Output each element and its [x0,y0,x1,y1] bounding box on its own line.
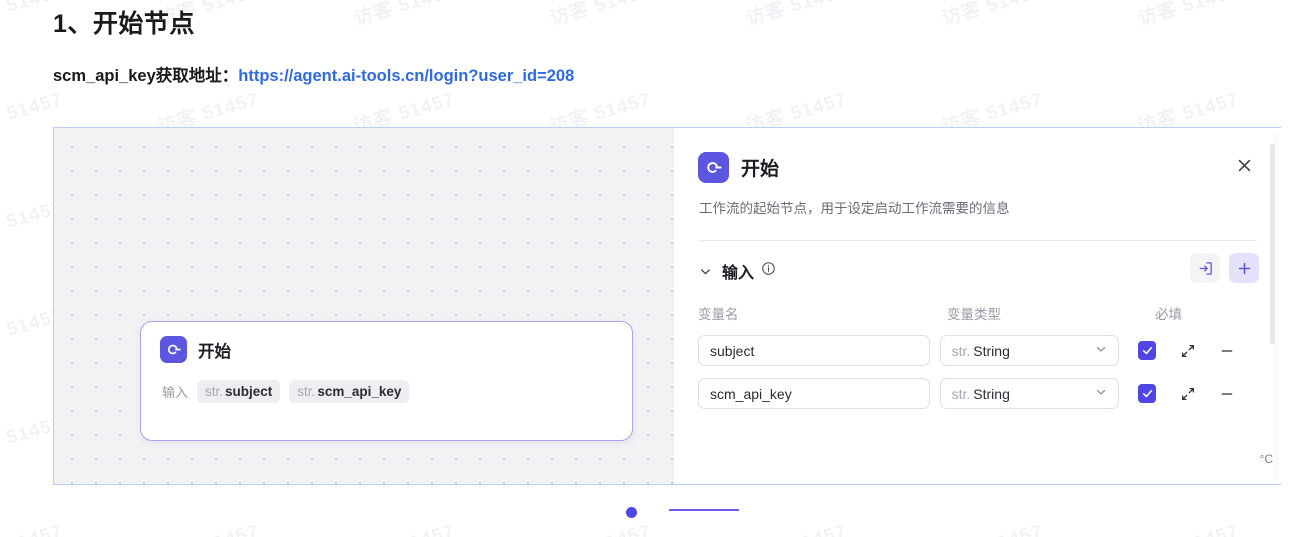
input-section-title: 输入 [722,265,755,282]
panel-scrollbar-track[interactable] [1270,134,1278,480]
start-node-header: 开始 [141,322,632,363]
table-header-row: 变量名 变量类型 必填 [698,283,1257,323]
column-header-name: 变量名 [698,307,739,322]
node-output-edge [669,509,739,511]
node-output-port[interactable] [626,507,637,518]
workflow-canvas[interactable]: 开始 输入 str.subject str.scm_api_key [54,128,739,518]
chevron-down-icon [1094,385,1108,402]
expand-icon[interactable] [1178,341,1197,361]
watermark-text: 访客 51457 [1134,516,1242,537]
api-key-label: scm_api_key获取地址： [53,66,239,85]
api-key-link[interactable]: https://agent.ai-tools.cn/login?user_id=… [238,66,575,85]
column-header-required: 必填 [1155,307,1182,322]
add-variable-button[interactable] [1229,253,1259,283]
page-title: 1、开始节点 [53,10,195,38]
variable-type-prefix: str. [951,385,971,402]
close-icon[interactable] [1229,150,1259,180]
variable-chip: str.subject [197,380,281,403]
watermark-text: 访客 51457 [938,516,1046,537]
panel-title-row: 开始 [698,152,1257,183]
input-section-header: 输入 [674,241,1281,283]
node-detail-panel: 开始 工作流的起始节点，用于设定启动工作流需要的信息 输入 [673,128,1281,484]
panel-description: 工作流的起始节点，用于设定启动工作流需要的信息 [699,201,1010,216]
variable-type-name: String [973,342,1010,359]
watermark-text: 访客 51457 [1135,0,1242,30]
watermark-text: 访客 51457 [350,516,458,537]
panel-scrollbar-thumb[interactable] [1270,144,1275,344]
variable-name-input[interactable]: subject [698,335,930,366]
document-heading-block: 1、开始节点 scm_api_key获取地址：https://agent.ai-… [53,8,574,86]
chevron-down-icon [1094,342,1108,359]
watermark-text: 访客 51457 [743,0,850,30]
variable-chip-type: str. [297,384,316,399]
expand-icon[interactable] [1178,384,1197,404]
workflow-editor-frame: 开始 输入 str.subject str.scm_api_key [53,127,1281,518]
watermark-text: 访客 51457 [154,516,262,537]
variable-chip-name: scm_api_key [317,384,402,399]
variable-type-name: String [973,385,1010,402]
start-node-icon [698,152,729,183]
panel-divider [698,240,1257,241]
table-row: subject str.String [698,323,1257,366]
start-node-title: 开始 [198,342,231,361]
start-node-icon [160,336,187,363]
required-checkbox[interactable] [1138,341,1157,360]
watermark-text: 访客 51457 [742,516,850,537]
panel-header: 开始 工作流的起始节点，用于设定启动工作流需要的信息 [674,128,1281,241]
import-variable-button[interactable] [1190,253,1220,283]
chevron-down-icon[interactable] [698,264,713,279]
watermark-text: 访客 51457 [546,516,654,537]
watermark-text: 访客 51457 [0,516,66,537]
table-row: scm_api_key str.String [698,366,1257,409]
input-section-actions [1190,253,1259,283]
variable-name-input[interactable]: scm_api_key [698,378,930,409]
variable-type-value: str.String [952,386,1010,402]
panel-title: 开始 [741,159,780,180]
minus-icon[interactable] [1218,384,1237,404]
clipped-text-fragment: °C [1259,452,1273,466]
variable-type-value: str.String [952,343,1010,359]
minus-icon[interactable] [1218,341,1237,361]
variable-type-prefix: str. [951,342,971,359]
required-checkbox[interactable] [1138,384,1157,403]
info-icon[interactable] [761,261,776,281]
variable-chip: str.scm_api_key [289,380,410,403]
start-node-body: 输入 str.subject str.scm_api_key [141,363,632,403]
variable-type-select[interactable]: str.String [939,335,1120,366]
variable-type-select[interactable]: str.String [939,378,1120,409]
column-header-type: 变量类型 [947,307,1001,322]
watermark-text: 访客 51457 [939,0,1046,30]
input-variables-table: 变量名 变量类型 必填 subject str.String [674,283,1281,409]
start-node-card[interactable]: 开始 输入 str.subject str.scm_api_key [140,321,637,518]
node-input-label: 输入 [162,385,189,400]
variable-chip-name: subject [225,384,273,399]
variable-chip-type: str. [205,384,224,399]
api-key-line: scm_api_key获取地址：https://agent.ai-tools.c… [53,41,574,86]
